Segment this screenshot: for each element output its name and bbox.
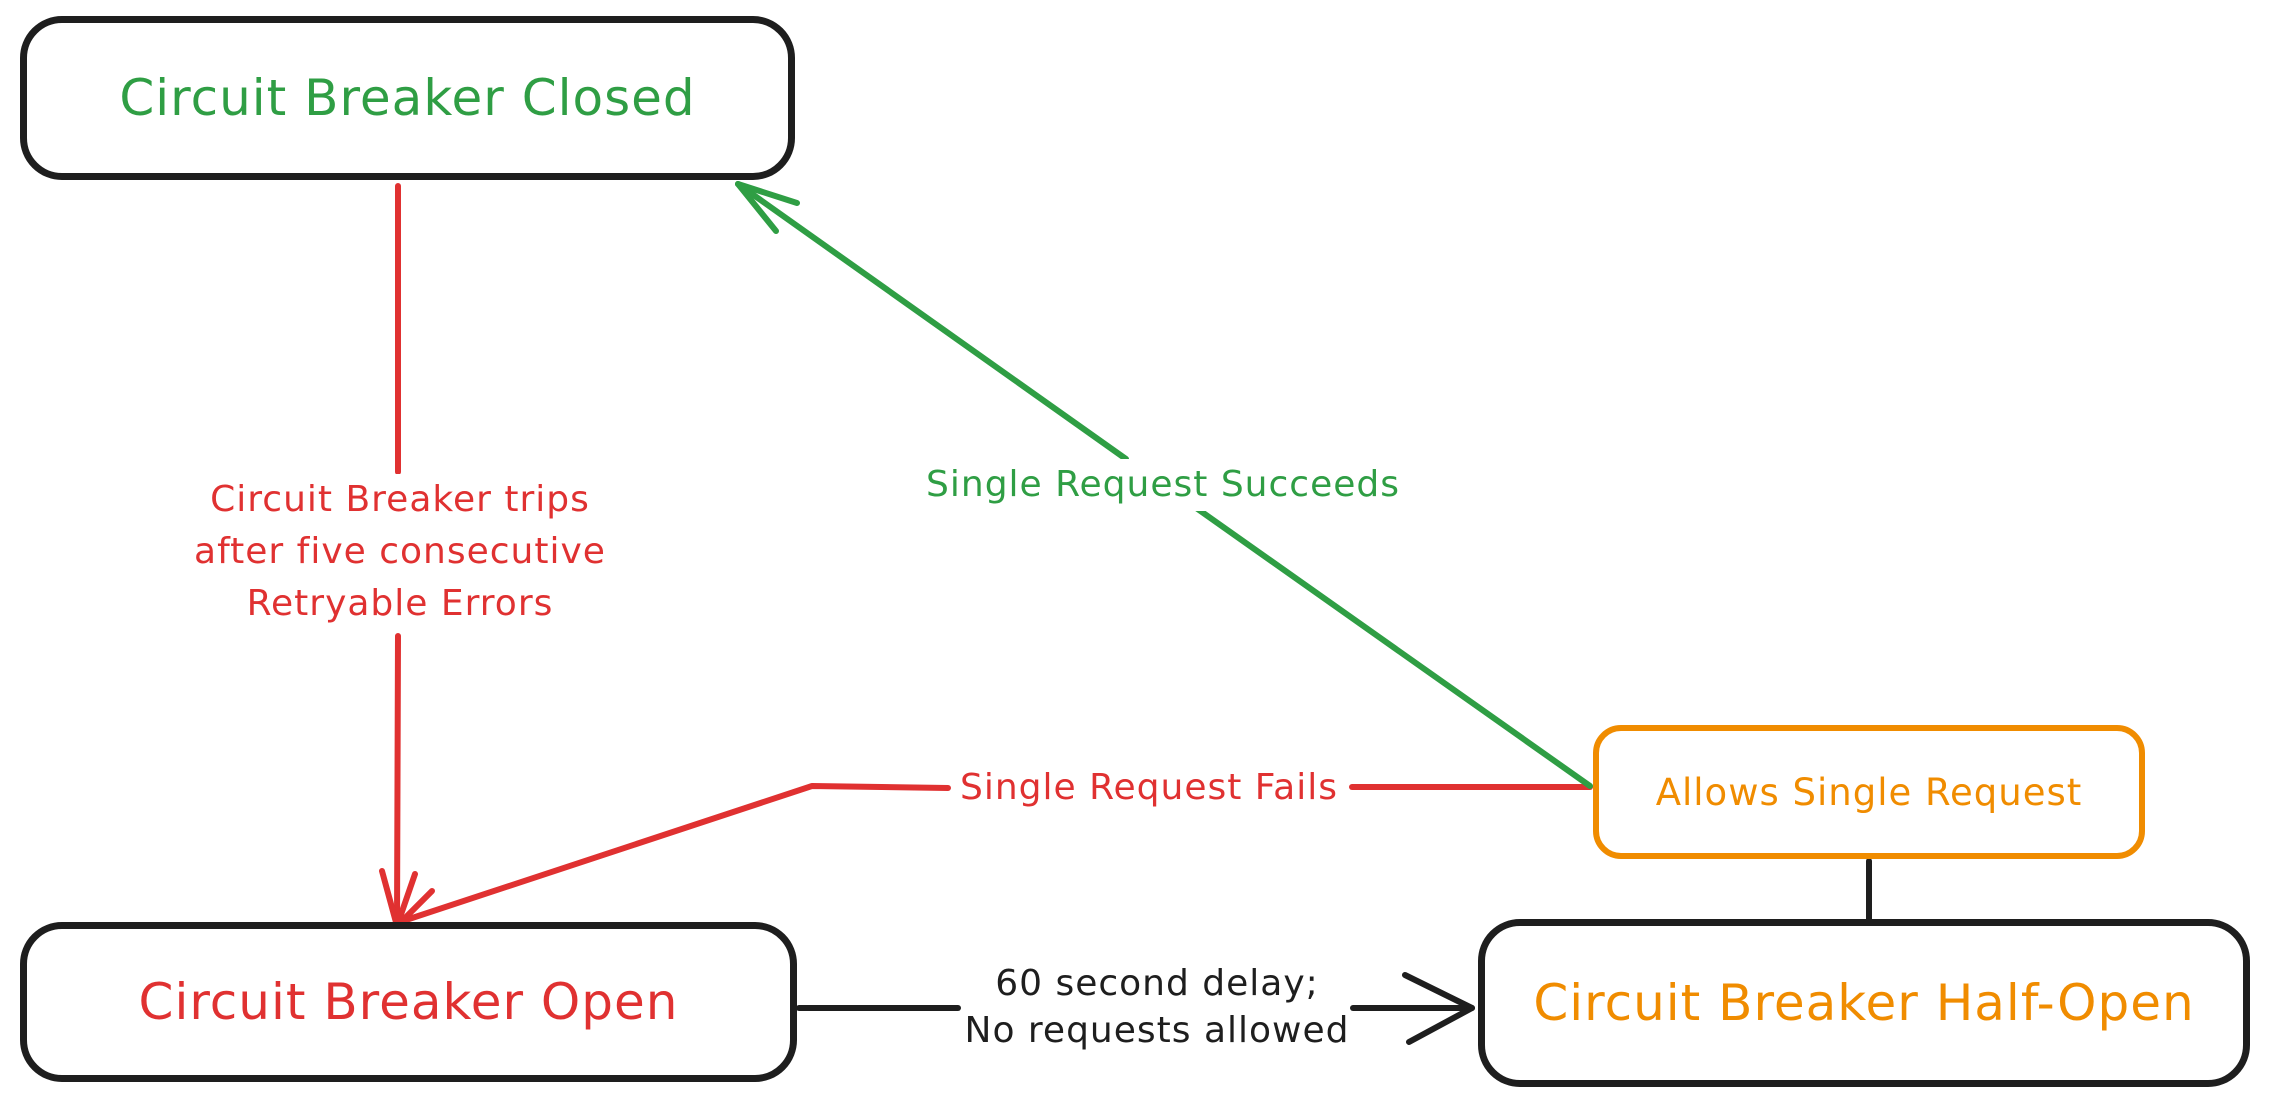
- allows-single-request-label: Allows Single Request: [1655, 770, 2083, 814]
- state-open-box: Circuit Breaker Open: [20, 922, 797, 1082]
- label-trips-line-2: after five consecutive: [194, 531, 606, 572]
- state-closed-box: Circuit Breaker Closed: [20, 16, 795, 180]
- label-delay-line-1: 60 second delay;: [995, 963, 1319, 1004]
- arrowhead-right: [1402, 972, 1475, 1045]
- allows-single-request-box: Allows Single Request: [1593, 725, 2145, 859]
- label-single-request-fails: Single Request Fails: [959, 762, 1339, 814]
- label-60-second-delay: 60 second delay; No requests allowed: [964, 960, 1350, 1054]
- label-single-request-succeeds: Single Request Succeeds: [926, 459, 1400, 511]
- arrowhead-down: [379, 868, 435, 929]
- arrowhead-up-left: [735, 181, 800, 234]
- label-trips-line-3: Retryable Errors: [246, 583, 554, 624]
- state-open-label: Circuit Breaker Open: [138, 973, 679, 1031]
- state-half-open-box: Circuit Breaker Half-Open: [1478, 919, 2250, 1087]
- state-half-open-label: Circuit Breaker Half-Open: [1533, 974, 2195, 1032]
- state-closed-label: Circuit Breaker Closed: [119, 69, 696, 127]
- label-trips-line-1: Circuit Breaker trips: [210, 479, 590, 520]
- label-delay-line-2: No requests allowed: [964, 1010, 1350, 1051]
- label-circuit-breaker-trips: Circuit Breaker trips after five consecu…: [194, 474, 606, 630]
